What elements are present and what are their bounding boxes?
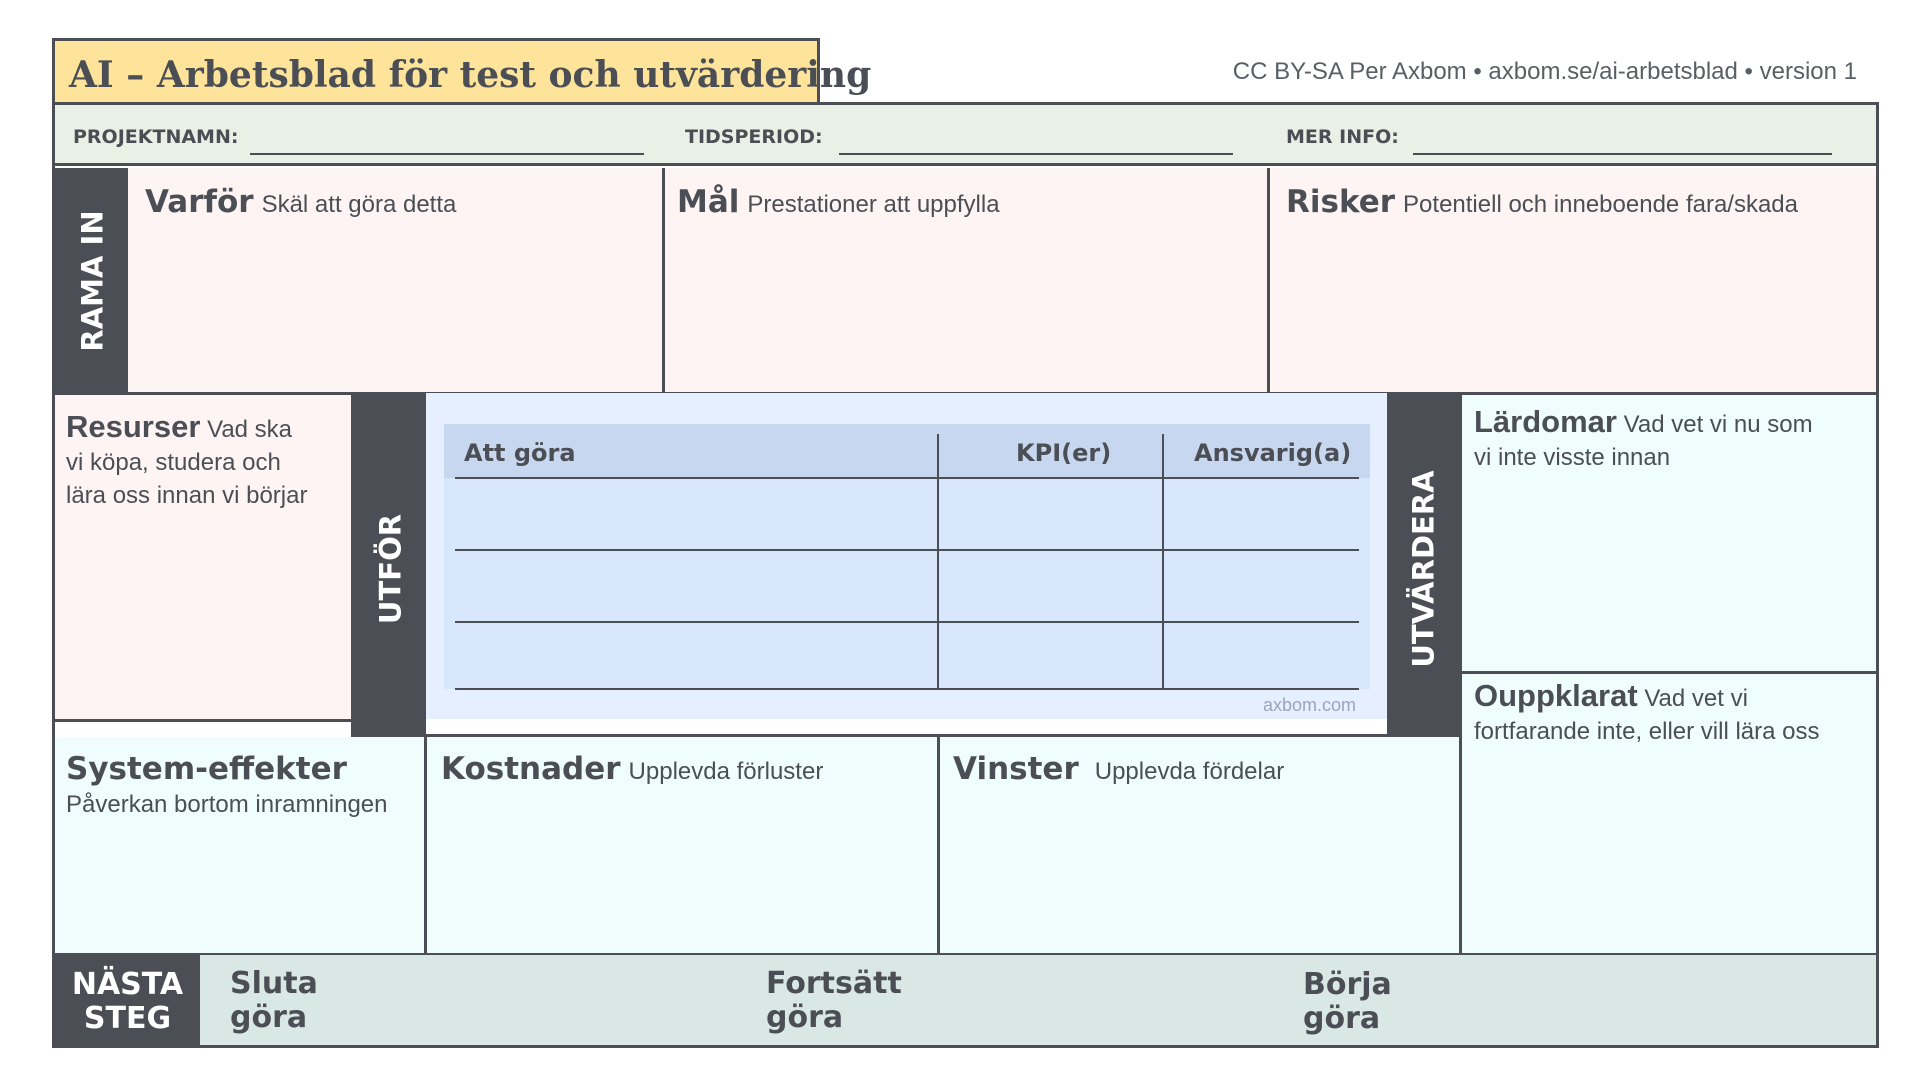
goals-heading: Mål: [677, 184, 740, 220]
unresolved-description-1: Vad vet vi: [1644, 685, 1748, 712]
continue-doing-label-2: göra: [766, 1000, 844, 1035]
next-steps-label-2: STEG: [83, 1001, 172, 1036]
table-row-line: [455, 688, 1359, 690]
divider: [662, 168, 665, 393]
start-doing-label-2: göra: [1303, 1001, 1381, 1036]
system-effects-box[interactable]: System-effekter Påverkan bortom inramnin…: [66, 750, 421, 821]
divider: [424, 737, 427, 955]
costs-heading: Kostnader: [441, 751, 621, 787]
gains-heading: Vinster: [953, 751, 1079, 787]
evaluate-section-bar: [1387, 395, 1460, 735]
divider: [1459, 395, 1462, 955]
goals-description: Prestationer att uppfylla: [747, 191, 1000, 218]
lessons-heading: Lärdomar: [1474, 404, 1617, 439]
why-box[interactable]: Varför Skäl att göra detta: [145, 184, 456, 220]
resources-box[interactable]: [55, 395, 351, 720]
column-header-responsible: Ansvarig(a): [1194, 439, 1352, 467]
continue-doing-label-1: Fortsätt: [766, 966, 902, 1001]
next-steps-row: [200, 955, 1876, 1045]
stop-doing-label-2: göra: [230, 1000, 308, 1035]
project-name-label: PROJEKTNAMN:: [73, 126, 239, 148]
goals-box[interactable]: Mål Prestationer att uppfylla: [677, 184, 1000, 220]
table-row-line: [455, 621, 1359, 623]
lessons-description-2: vi inte visste innan: [1474, 444, 1671, 471]
table-row-line: [455, 549, 1359, 551]
gains-description: Upplevda fördelar: [1094, 758, 1285, 785]
next-steps-bar: [55, 955, 200, 1045]
table-column-line: [1162, 434, 1164, 689]
execute-section-bar: [351, 395, 426, 735]
table-cell[interactable]: [1164, 623, 1359, 688]
credit-line: CC BY-SA Per Axbom • axbom.se/ai-arbetsb…: [1232, 58, 1857, 85]
costs-description: Upplevda förluster: [628, 758, 824, 785]
risks-description: Potentiell och inneboende fara/skada: [1403, 191, 1799, 218]
divider: [1267, 168, 1270, 393]
costs-box[interactable]: Kostnader Upplevda förluster: [441, 751, 823, 787]
divider: [351, 734, 1460, 737]
column-header-todo: Att göra: [464, 439, 576, 467]
table-column-line: [937, 434, 939, 689]
system-effects-heading: System-effekter: [66, 751, 347, 787]
why-heading: Varför: [145, 184, 254, 220]
start-doing[interactable]: Börja göra: [1303, 968, 1392, 1036]
task-table-body: [444, 478, 1370, 689]
lessons-description-1: Vad vet vi nu som: [1623, 411, 1813, 438]
why-description: Skäl att göra detta: [261, 191, 457, 218]
table-watermark: axbom.com: [1263, 695, 1357, 715]
resources-description-3: lära oss innan vi börjar: [66, 482, 308, 509]
table-cell[interactable]: [1164, 551, 1359, 621]
divider: [55, 719, 351, 722]
project-name-field[interactable]: [250, 153, 644, 155]
table-cell[interactable]: [1164, 479, 1359, 549]
lessons-box[interactable]: [1460, 395, 1876, 671]
next-steps-label: NÄSTA STEG: [55, 968, 200, 1036]
unresolved-description-2: fortfarande inte, eller vill lära oss: [1474, 718, 1820, 745]
unresolved-heading: Ouppklarat: [1474, 678, 1638, 713]
resources-text: Resurser Vad ska vi köpa, studera och lä…: [66, 410, 346, 512]
worksheet-title: AI – Arbetsblad för test och utvärdering: [52, 38, 871, 104]
more-info-label: MER INFO:: [1286, 126, 1399, 148]
start-doing-label-1: Börja: [1303, 967, 1392, 1002]
table-cell[interactable]: [455, 551, 937, 621]
unresolved-text: Ouppklarat Vad vet vi fortfarande inte, …: [1474, 679, 1870, 748]
time-period-label: TIDSPERIOD:: [685, 126, 823, 148]
next-steps-label-1: NÄSTA: [71, 967, 184, 1002]
column-header-kpi: KPI(er): [1016, 439, 1112, 467]
frame-section-bar: [55, 168, 128, 393]
table-cell[interactable]: [939, 551, 1162, 621]
table-cell[interactable]: [455, 479, 937, 549]
table-row-line: [455, 477, 1359, 479]
more-info-field[interactable]: [1413, 153, 1832, 155]
risks-heading: Risker: [1286, 184, 1396, 220]
task-table-header: [444, 424, 1370, 478]
frame-row: [128, 168, 1876, 393]
execute-section-label: UTFÖR: [373, 513, 408, 625]
table-cell[interactable]: [455, 623, 937, 688]
unresolved-box[interactable]: [1460, 674, 1876, 955]
gains-box[interactable]: Vinster Upplevda fördelar: [953, 751, 1284, 787]
resources-description-2: vi köpa, studera och: [66, 449, 281, 476]
divider: [1460, 671, 1876, 674]
info-row: [55, 105, 1876, 166]
table-cell[interactable]: [939, 623, 1162, 688]
lessons-text: Lärdomar Vad vet vi nu som vi inte visst…: [1474, 405, 1870, 474]
divider: [55, 953, 1876, 956]
table-cell[interactable]: [939, 479, 1162, 549]
risks-box[interactable]: Risker Potentiell och inneboende fara/ska…: [1286, 184, 1798, 220]
worksheet-frame: [52, 102, 1879, 1048]
system-effects-description: Påverkan bortom inramningen: [66, 791, 388, 818]
stop-doing-label-1: Sluta: [230, 966, 318, 1001]
frame-section-label: RAMA IN: [75, 210, 110, 352]
divider: [937, 737, 940, 955]
resources-heading: Resurser: [66, 409, 201, 444]
evaluate-section-label: UTVÄRDERA: [1406, 470, 1441, 668]
stop-doing[interactable]: Sluta göra: [230, 967, 318, 1035]
resources-description-1: Vad ska: [207, 416, 293, 443]
time-period-field[interactable]: [839, 153, 1233, 155]
continue-doing[interactable]: Fortsätt göra: [766, 967, 902, 1035]
effects-row: [55, 737, 1459, 955]
